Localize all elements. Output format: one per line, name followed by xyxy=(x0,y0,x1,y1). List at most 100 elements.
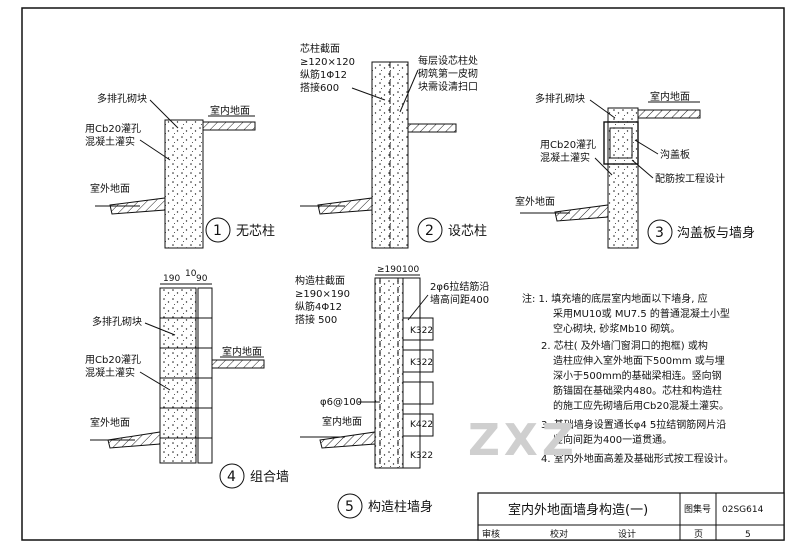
grout-label-1: 用Cb20灌孔 xyxy=(85,123,141,135)
wall-body xyxy=(402,277,421,469)
course-lines xyxy=(160,317,212,439)
detail-number: 1 xyxy=(213,223,222,239)
sheet-border xyxy=(21,7,785,541)
check-label: 校对 xyxy=(550,528,568,540)
cleanout-note-3: 块需设清扫口 xyxy=(418,80,478,93)
core-spec-4: 搭接600 xyxy=(300,81,339,94)
wall-body xyxy=(607,107,639,249)
leader xyxy=(399,69,419,113)
detail-3: 多排孔砌块 室内地面 用Cb20灌孔 混凝土灌实 沟盖板 配筋按工程设计 室外地… xyxy=(515,90,755,249)
title-block: 室内外地面墙身构造(一) 图集号 02SG614 审核 校对 设计 页 5 xyxy=(477,492,785,541)
detail-caption: 组合墙 xyxy=(250,470,289,485)
leader xyxy=(144,322,176,336)
note-line-3: 空心砌块, 砂浆Mb10 砌筑。 xyxy=(553,322,680,335)
outdoor-label: 室外地面 xyxy=(90,416,130,429)
note-line-10: 竖向间距为400一道贯通。 xyxy=(553,433,672,446)
channel-inner xyxy=(609,127,633,159)
indoor-label: 室内地面 xyxy=(322,415,362,428)
atlas-label: 图集号 xyxy=(684,503,711,515)
detail-caption: 沟盖板与墙身 xyxy=(677,225,755,241)
core-spec-1: 芯柱截面 xyxy=(300,42,340,55)
floor-slab xyxy=(637,109,701,119)
floor-slab xyxy=(211,359,265,369)
grout-label-1: 用Cb20灌孔 xyxy=(85,354,141,366)
page-label: 页 xyxy=(694,529,703,540)
detail-5: ≥190 100 K322 K322 K422 K322 构造柱截面 ≥190×… xyxy=(295,265,489,519)
indoor-label: 室内地面 xyxy=(650,90,690,103)
grout-label-2: 混凝土灌实 xyxy=(540,151,590,164)
leader xyxy=(407,294,429,321)
detail-caption: 构造柱墙身 xyxy=(368,499,433,515)
grout-label-2: 混凝土灌实 xyxy=(85,135,135,148)
outdoor-label: 室外地面 xyxy=(90,182,130,195)
dim-190: 190 xyxy=(163,274,180,284)
leader xyxy=(351,87,386,101)
tie-note-1: 2φ6拉结筋沿 xyxy=(430,280,489,293)
beam-label-2: K322 xyxy=(410,358,433,368)
detail-number-circle xyxy=(647,219,673,245)
indoor-label: 室内地面 xyxy=(222,345,262,358)
leader xyxy=(139,371,171,391)
core-spec-3: 纵筋1Φ12 xyxy=(300,68,347,81)
detail-1: 多排孔砌块 室内地面 用Cb20灌孔 混凝土灌实 室外地面 1 无芯柱 xyxy=(85,92,275,249)
floor-slab xyxy=(407,123,457,133)
column-spec-4: 搭接 500 xyxy=(295,313,337,326)
note-line-5: 造柱应伸入室外地面下500mm 或与埋 xyxy=(553,354,725,367)
wall-block xyxy=(159,287,197,464)
outdoor-slope xyxy=(554,204,609,222)
detail-number-circle xyxy=(337,493,363,519)
indoor-label: 室内地面 xyxy=(210,104,250,117)
beam-label-1: K322 xyxy=(410,326,433,336)
core-spec-2: ≥120×120 xyxy=(300,57,355,68)
grout-label-2: 混凝土灌实 xyxy=(85,366,135,379)
watermark: ZXZ xyxy=(468,415,578,466)
review-label: 审核 xyxy=(482,528,500,540)
cleanout-note-2: 砌筑第一皮砌 xyxy=(418,67,478,80)
leader xyxy=(594,157,613,176)
outdoor-slope xyxy=(319,431,376,449)
note-line-2: 采用MU10或 MU7.5 的普通混凝土小型 xyxy=(553,307,730,320)
beam-label-3: K422 xyxy=(410,420,433,430)
channel-cover xyxy=(603,121,639,165)
note-line-7: 筋锚固在基础梁内480。芯柱和构造柱 xyxy=(553,384,722,397)
note-line-1: 注: 1. 填充墙的底层室内地面以下墙身, 应 xyxy=(522,292,708,305)
beam-label-4: K322 xyxy=(410,451,433,461)
grout-label-1: 用Cb20灌孔 xyxy=(540,139,596,151)
column-spec-1: 构造柱截面 xyxy=(295,274,345,287)
detail-caption: 无芯柱 xyxy=(236,224,275,239)
floor-slab xyxy=(202,121,256,131)
notes: 注: 1. 填充墙的底层室内地面以下墙身, 应 采用MU10或 MU7.5 的普… xyxy=(522,292,734,465)
drawing-title: 室内外地面墙身构造(一) xyxy=(508,502,648,518)
detail-caption: 设芯柱 xyxy=(448,224,487,239)
detail-2: 芯柱截面 ≥120×120 纵筋1Φ12 搭接600 每层设芯柱处 砌筑第一皮砌… xyxy=(300,42,487,249)
note-line-11: 4. 室内外地面高差及基础形式按工程设计。 xyxy=(541,452,734,465)
leader xyxy=(139,139,171,161)
detail-number-circle xyxy=(417,217,443,243)
leader xyxy=(589,99,616,119)
dim-10: 10 xyxy=(185,269,197,279)
detail-number-circle xyxy=(219,463,245,489)
rebar-label: 配筋按工程设计 xyxy=(655,172,725,185)
outdoor-label: 室外地面 xyxy=(515,195,555,208)
note-line-9: 3. 基础墙身设置通长φ4 5拉结钢筋网片沿 xyxy=(541,418,726,431)
cover-label: 沟盖板 xyxy=(660,148,690,161)
wall-brick xyxy=(197,287,213,464)
beam-markers xyxy=(402,317,434,437)
note-line-4: 2. 芯柱( 及外墙门窗洞口的抱框) 或构 xyxy=(541,339,708,352)
design-label: 设计 xyxy=(618,528,636,540)
detail-number: 5 xyxy=(345,499,354,515)
detail-number: 4 xyxy=(227,469,236,485)
atlas-number: 02SG614 xyxy=(722,505,764,515)
column-spec-3: 纵筋4Φ12 xyxy=(295,300,342,313)
note-line-8: 的施工应先砌墙后用Cb20混凝土灌实。 xyxy=(553,399,729,412)
detail-number: 3 xyxy=(655,225,664,241)
detail-number: 2 xyxy=(425,223,434,239)
wall-body xyxy=(164,119,204,249)
column-spec-2: ≥190×190 xyxy=(295,289,350,300)
block-label: 多排孔砌块 xyxy=(535,92,585,105)
column-body xyxy=(374,277,404,469)
page-number: 5 xyxy=(745,530,751,540)
dim-190: ≥190 xyxy=(377,265,402,275)
leader xyxy=(149,99,179,129)
